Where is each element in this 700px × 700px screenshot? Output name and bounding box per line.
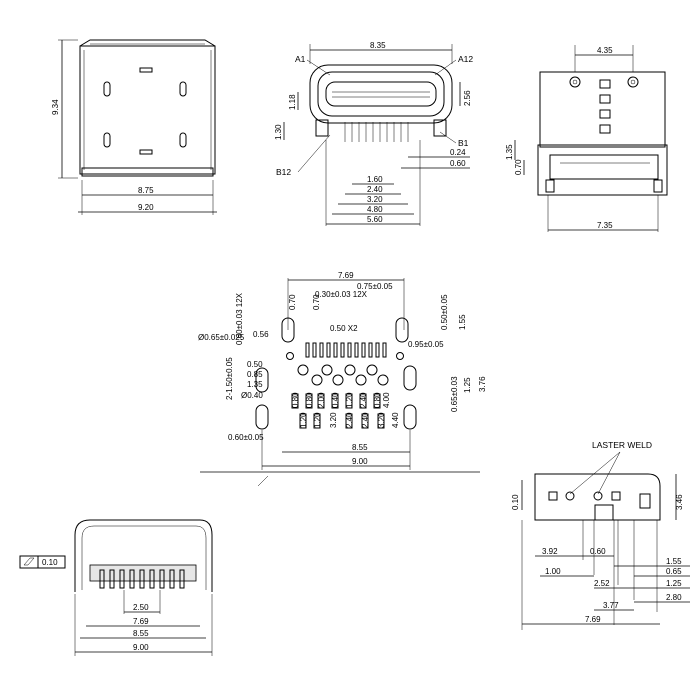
dim-w4: 5.60 <box>367 215 383 224</box>
pad-label: 4.00 <box>382 392 391 408</box>
side-100: 1.00 <box>545 567 561 576</box>
bottom-view: 0.10 2.50 7.69 8.55 9.00 <box>19 519 213 656</box>
fp-065-025: Ø0.65±0.025 <box>198 333 245 342</box>
pad-label: 2.00 <box>317 392 326 408</box>
top-width: 8.35 <box>370 41 386 50</box>
fp-060: 0.60±0.03 12X <box>235 292 244 345</box>
pad-label: 1.20 <box>345 392 354 408</box>
front-inner-width: 8.75 <box>138 186 154 195</box>
side-346: 3.46 <box>675 494 684 510</box>
fp-pad-labels: 0.80 1.20 1.20 2.40 2.40 0.80 2.00 0.40 … <box>291 392 400 428</box>
pad-label: 2.40 <box>345 412 354 428</box>
fp-065: 0.65±0.03 <box>450 376 459 412</box>
side-065: 0.65 <box>666 567 682 576</box>
front-outer-width: 9.20 <box>138 203 154 212</box>
side-060: 0.60 <box>590 547 606 556</box>
side-769: 7.69 <box>585 615 601 624</box>
dim-2-56: 2.56 <box>463 90 472 106</box>
bottom-769: 7.69 <box>133 617 149 626</box>
dim-0-24: 0.24 <box>450 148 466 157</box>
fp-150: 2-1.50±0.05 <box>225 357 234 400</box>
pad-label: 0.40 <box>331 392 340 408</box>
side-280: 2.80 <box>666 593 682 602</box>
laser-weld-label: LASTER WELD <box>592 440 652 450</box>
bottom-900: 9.00 <box>133 643 149 652</box>
pad-label: 3.20 <box>377 412 386 428</box>
pad-label: 0.80 <box>305 392 314 408</box>
pin-b12: B12 <box>276 167 291 177</box>
pad-label: 4.40 <box>391 412 400 428</box>
dim-1-30: 1.30 <box>274 124 283 140</box>
pad-label: 3.20 <box>329 412 338 428</box>
dim-w0: 1.60 <box>367 175 383 184</box>
pin-a12: A12 <box>458 54 473 64</box>
fp-060b: 0.60±0.05 <box>228 433 264 442</box>
fp-095: 0.95±0.05 <box>408 340 444 349</box>
dim-w3: 4.80 <box>367 205 383 214</box>
pin-a1: A1 <box>295 54 306 64</box>
fp-050b: 0.50 <box>247 360 263 369</box>
pad-label: 2.40 <box>359 392 368 408</box>
right-bottom: 7.35 <box>597 221 613 230</box>
pad-label: 1.20 <box>299 412 308 428</box>
right-top: 4.35 <box>597 46 613 55</box>
side-view: LASTER WELD 0.10 3.46 3.92 0.60 1.55 1.0… <box>511 440 690 630</box>
fp-070a: 0.70 <box>288 294 297 310</box>
bottom-250: 2.50 <box>133 603 149 612</box>
fp-135: 1.35 <box>247 380 263 389</box>
flatness: 0.10 <box>42 558 58 567</box>
fp-125: 1.25 <box>463 377 472 393</box>
pin-b1: B1 <box>458 138 469 148</box>
fp-050x2: 0.50 X2 <box>330 324 358 333</box>
side-125: 1.25 <box>666 579 682 588</box>
dim-1-18: 1.18 <box>288 94 297 110</box>
right-1-35: 1.35 <box>505 144 514 160</box>
top-view: 8.35 A1 A12 B1 B12 2.56 1.18 1.30 0.24 0… <box>274 41 473 226</box>
right-view: 4.35 1.35 0.70 7.35 <box>505 45 668 232</box>
side-252: 2.52 <box>594 579 610 588</box>
fp-040: Ø0.40 <box>241 391 263 400</box>
pad-label: 2.40 <box>361 412 370 428</box>
fp-050a: 0.50±0.05 <box>440 294 449 330</box>
dim-w2: 3.20 <box>367 195 383 204</box>
bottom-855: 8.55 <box>133 629 149 638</box>
side-010: 0.10 <box>511 494 520 510</box>
side-377: 3.77 <box>603 601 619 610</box>
fp-056: 0.56 <box>253 330 269 339</box>
footprint-view: 7.69 0.75±0.05 0.30±0.03 12X 0.60±0.03 1… <box>198 271 487 487</box>
pad-label: 0.80 <box>291 392 300 408</box>
fp-075: 0.75±0.05 <box>357 282 393 291</box>
side-155: 1.55 <box>666 557 682 566</box>
fp-376: 3.76 <box>478 376 487 392</box>
fp-155: 1.55 <box>458 314 467 330</box>
dim-0-60: 0.60 <box>450 159 466 168</box>
fp-085: 0.85 <box>247 370 263 379</box>
side-392: 3.92 <box>542 547 558 556</box>
fp-width-855: 8.55 <box>352 443 368 452</box>
pad-label: 0.80 <box>373 392 382 408</box>
front-view: 9.34 8.75 9.20 <box>51 39 217 215</box>
fp-030: 0.30±0.03 12X <box>315 290 368 299</box>
pad-label: 1.20 <box>313 412 322 428</box>
dim-w1: 2.40 <box>367 185 383 194</box>
fp-width-900: 9.00 <box>352 457 368 466</box>
front-height: 9.34 <box>51 99 60 115</box>
fp-width-top: 7.69 <box>338 271 354 280</box>
right-0-70: 0.70 <box>514 159 523 175</box>
fp-070b: 0.70 <box>312 294 321 310</box>
